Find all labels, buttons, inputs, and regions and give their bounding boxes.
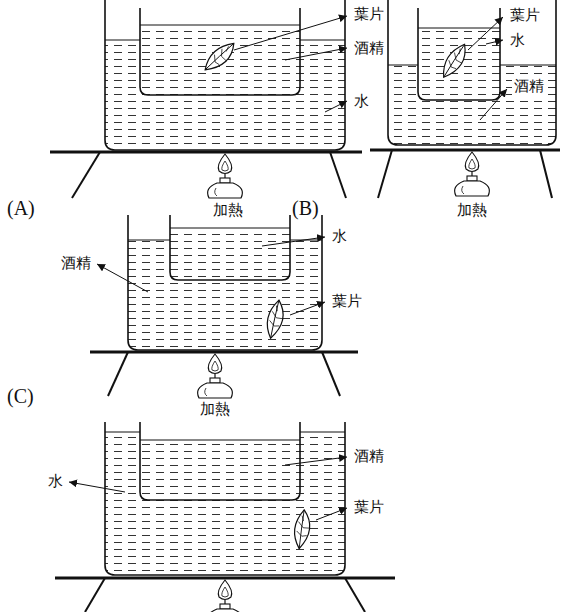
tripod-plate: [370, 149, 560, 152]
alcohol-lamp: [208, 580, 243, 612]
inner-ground: [170, 215, 290, 280]
leaf: [435, 43, 474, 78]
inner-liquid: [418, 28, 500, 100]
leaf: [285, 509, 318, 549]
tripod-plate: [90, 351, 358, 354]
setup-b: [370, 0, 560, 198]
setup-c: [90, 215, 358, 398]
liquid-level: [140, 440, 300, 441]
inner-liquid: [140, 440, 300, 500]
outer-beaker: [388, 0, 556, 145]
part-label: 酒精: [352, 447, 386, 465]
outer-liquid: [105, 432, 345, 575]
tripod-leg: [330, 152, 346, 198]
part-label: 水: [330, 227, 349, 245]
inner-ground: [140, 422, 300, 500]
leader-line: [316, 508, 347, 520]
tripod-plate: [55, 577, 395, 580]
part-label: 水: [352, 92, 371, 110]
leader-line: [290, 302, 325, 315]
part-label: 葉片: [330, 292, 364, 310]
outer-beaker: [105, 0, 345, 150]
alcohol-lamp: [455, 152, 490, 196]
alcohol-lamp: [208, 154, 243, 198]
setup-a: [50, 0, 362, 198]
tripod-leg: [108, 352, 128, 396]
leaf: [200, 42, 240, 71]
inner-beaker: [170, 215, 290, 280]
part-label: 酒精: [59, 254, 93, 272]
inner-beaker: [140, 422, 300, 500]
leader-line: [285, 48, 347, 60]
figure-label: (C): [5, 384, 36, 408]
heating-label: 加熱: [198, 400, 232, 418]
part-label: 水: [508, 31, 527, 49]
leader-line: [97, 264, 148, 292]
heating-label: 加熱: [455, 201, 489, 219]
leader-line: [69, 482, 125, 492]
leader-line: [262, 237, 325, 246]
outer-beaker: [128, 215, 322, 350]
liquid-level: [140, 25, 300, 26]
liquid-level: [170, 228, 290, 229]
part-label: 葉片: [352, 498, 386, 516]
inner-beaker: [418, 8, 500, 100]
figure-label: (A): [5, 196, 37, 220]
heating-label: 加熱: [211, 201, 245, 219]
outer-beaker: [105, 422, 345, 575]
leader-line: [325, 101, 347, 112]
leader-line: [234, 16, 347, 50]
inner-ground: [418, 8, 500, 100]
inner-liquid: [140, 25, 300, 95]
part-label: 葉片: [352, 5, 386, 23]
tripod-leg: [72, 152, 100, 198]
tripod-leg: [540, 150, 552, 198]
part-label: 水: [46, 472, 65, 490]
inner-liquid: [170, 228, 290, 280]
inner-beaker: [140, 8, 300, 95]
inner-ground: [140, 8, 300, 95]
tripod-leg: [85, 578, 105, 612]
leaf: [257, 300, 292, 339]
liquid-level: [418, 28, 500, 29]
part-label: 酒精: [352, 39, 386, 57]
part-label: 酒精: [512, 77, 546, 95]
alcohol-lamp: [198, 354, 233, 398]
leader-line: [468, 17, 503, 50]
tripod-plate: [50, 151, 362, 154]
tripod-leg: [345, 578, 365, 612]
setup-d: [55, 422, 395, 612]
tripod-leg: [322, 352, 340, 396]
leader-line: [480, 89, 507, 120]
part-label: 葉片: [508, 6, 542, 24]
tripod-leg: [378, 150, 392, 198]
leader-line: [486, 40, 503, 44]
figure-label: (B): [290, 196, 321, 220]
leader-line: [285, 457, 347, 465]
